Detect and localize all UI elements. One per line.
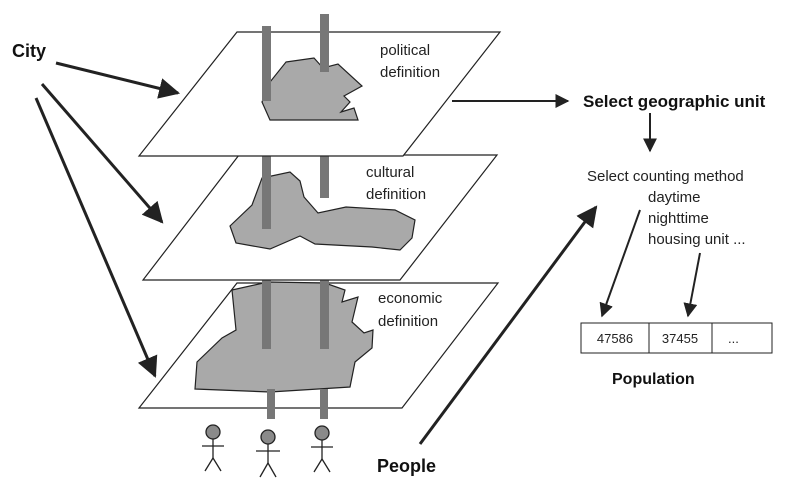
method-nighttime: nighttime	[648, 210, 709, 227]
layer-political: political definition	[137, 31, 502, 157]
pole	[320, 277, 329, 349]
population-cell: ...	[728, 331, 739, 346]
layer-economic: economic definition	[137, 281, 500, 409]
people-label: People	[377, 456, 436, 476]
person-figure	[202, 424, 224, 472]
select-geographic-unit-label: Select geographic unit	[583, 92, 766, 111]
person-figure	[311, 425, 333, 473]
layer-label-economic: economic	[378, 290, 443, 307]
population-cell: 47586	[597, 331, 633, 346]
person-figure	[256, 429, 280, 478]
method-housing-unit: housing unit ...	[648, 231, 746, 248]
pole	[320, 389, 328, 419]
arrow-city-to-cultural	[40, 83, 164, 224]
layer-label-political: political	[380, 42, 430, 59]
layer-label-political-definition: definition	[380, 64, 440, 81]
arrow-city-to-political	[55, 61, 181, 99]
pole	[262, 154, 271, 229]
layer-label-cultural-definition: definition	[366, 186, 426, 203]
population-cell: 37455	[662, 331, 698, 346]
cultural-region	[229, 171, 416, 251]
method-daytime: daytime	[648, 189, 701, 206]
pole	[262, 26, 271, 101]
population-table: 47586 37455 ...	[580, 322, 773, 354]
arrow-people-to-method	[418, 205, 598, 445]
population-label: Population	[612, 371, 695, 388]
layer-label-cultural: cultural	[366, 164, 414, 181]
arrow-city-to-economic	[34, 97, 158, 378]
city-label: City	[12, 41, 46, 61]
arrow-method-to-cell-1	[599, 209, 641, 318]
pole	[320, 154, 329, 198]
layer-cultural: cultural definition	[141, 154, 499, 281]
arrow-method-to-cell-2	[683, 252, 701, 318]
pole	[267, 389, 275, 419]
layer-label-economic-definition: definition	[378, 313, 438, 330]
pole	[320, 14, 329, 72]
pole	[262, 277, 271, 349]
select-counting-method-label: Select counting method	[587, 168, 744, 185]
